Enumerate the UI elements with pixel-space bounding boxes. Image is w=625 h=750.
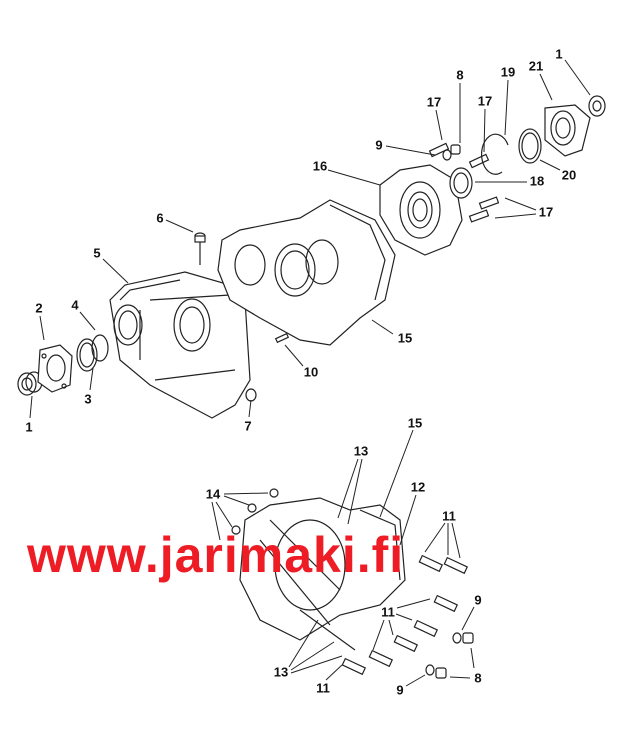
part-plug-top xyxy=(194,232,206,243)
callout-9: 9 xyxy=(474,592,482,608)
part-nuts-14 xyxy=(231,488,279,535)
callout-19: 19 xyxy=(500,64,516,80)
part-center-housing xyxy=(217,199,396,346)
part-nut-rear xyxy=(588,95,606,117)
watermark: www.jarimaki.fi xyxy=(27,530,404,580)
part-plug-bottom xyxy=(245,388,257,402)
callout-17: 17 xyxy=(426,94,442,110)
callout-4: 4 xyxy=(71,297,79,313)
part-ring-20 xyxy=(518,128,542,164)
part-flange-rear xyxy=(544,104,591,157)
callout-3: 3 xyxy=(84,391,92,407)
callout-13: 13 xyxy=(273,664,289,680)
part-snap-ring xyxy=(481,133,509,175)
callout-7: 7 xyxy=(244,418,252,434)
callout-11: 11 xyxy=(316,680,330,696)
part-flange-front xyxy=(37,344,73,393)
callout-8: 8 xyxy=(474,670,482,686)
part-bolts-17 xyxy=(428,142,500,223)
part-plugs-washers-bottom xyxy=(425,632,474,679)
part-bolts-13-long xyxy=(259,519,356,651)
callout-14: 14 xyxy=(205,486,221,502)
callout-9: 9 xyxy=(396,682,404,698)
callout-11: 11 xyxy=(442,508,456,524)
callout-17: 17 xyxy=(538,204,554,220)
callout-10: 10 xyxy=(303,364,319,380)
callout-16: 16 xyxy=(312,158,328,174)
callout-13: 13 xyxy=(353,443,369,459)
callout-5: 5 xyxy=(93,245,101,261)
part-rear-cover xyxy=(379,164,463,256)
watermark-text: www.jarimaki.fi xyxy=(27,527,405,583)
callout-17: 17 xyxy=(477,93,493,109)
callout-15: 15 xyxy=(397,330,413,346)
callout-11: 11 xyxy=(381,604,395,620)
callout-20: 20 xyxy=(561,167,577,183)
part-bolts-11 xyxy=(341,554,469,676)
part-oil-seal xyxy=(449,167,473,199)
callout-9: 9 xyxy=(375,137,383,153)
callout-1: 1 xyxy=(25,419,33,435)
callout-12: 12 xyxy=(410,479,426,495)
callout-15: 15 xyxy=(407,415,423,431)
part-front-housing xyxy=(109,238,251,419)
part-dowel-pin xyxy=(274,332,290,344)
part-seal-rings-front xyxy=(76,334,109,372)
callout-2: 2 xyxy=(35,300,43,316)
callout-1: 1 xyxy=(555,46,563,62)
leader-lines xyxy=(29,59,591,687)
callout-21: 21 xyxy=(528,58,544,74)
callout-6: 6 xyxy=(156,210,164,226)
part-housing-assembled xyxy=(239,497,406,641)
part-nut-front xyxy=(17,371,43,396)
callout-18: 18 xyxy=(529,173,545,189)
part-plug-washer-top xyxy=(442,144,461,161)
callout-8: 8 xyxy=(456,67,464,83)
